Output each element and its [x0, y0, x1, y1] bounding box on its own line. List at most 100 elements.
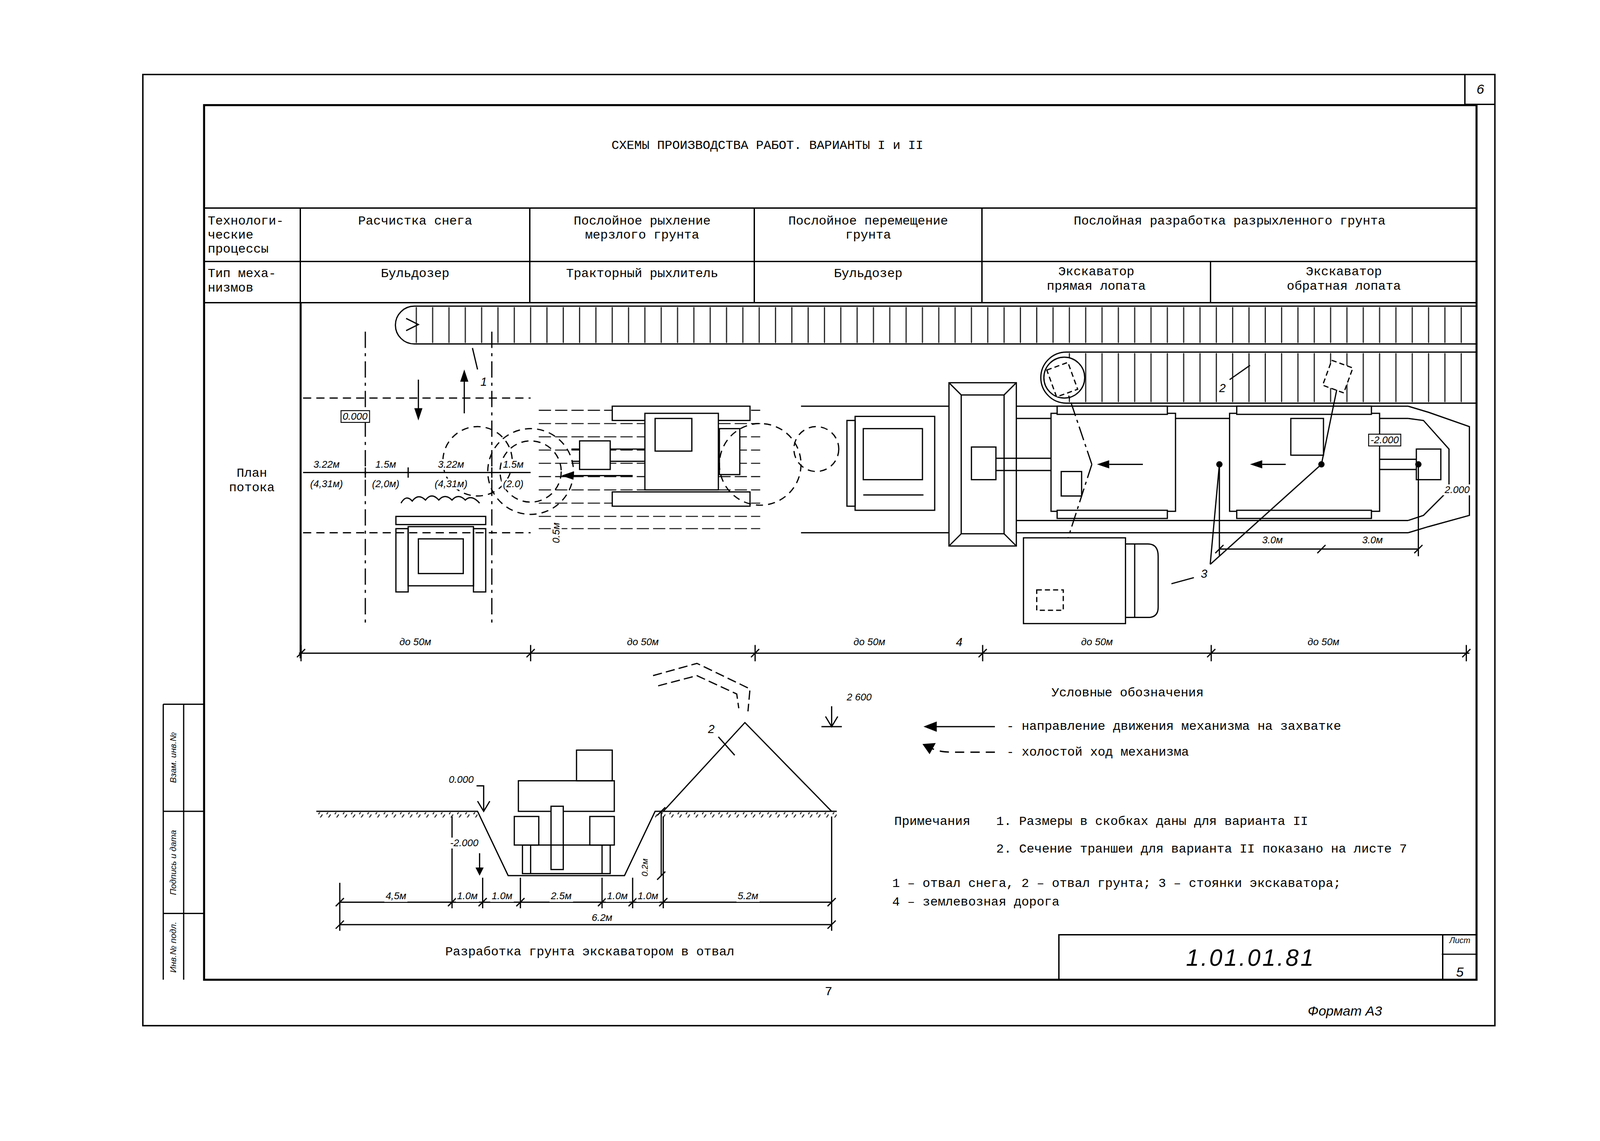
dimension-text: 1.5м: [501, 458, 526, 470]
dimension-text: до 50м: [1306, 636, 1341, 648]
drawing-rect: [522, 844, 611, 874]
table-cell: Послойная разработка разрыхленного грунт…: [982, 207, 1477, 263]
drawing-rect: [654, 418, 692, 451]
drawing-rect: [1290, 418, 1324, 455]
drawing-rect: [1229, 413, 1380, 512]
cell-text: Послойная разработка разрыхленного грунт…: [1073, 214, 1386, 229]
drawing-path: [395, 305, 1477, 344]
note-text: 1. Размеры в скобках даны для варианта I…: [994, 814, 1310, 829]
drawing-path: [401, 495, 480, 503]
drawing-path: [1408, 405, 1470, 533]
legend-sample: [923, 721, 995, 732]
drawing-rect: [576, 749, 613, 781]
note-text: 7: [823, 984, 834, 999]
drawing-rect: [396, 528, 409, 593]
dimension-text: 0.5м: [550, 520, 562, 545]
dimension-text: 3.22м: [311, 458, 341, 470]
table-cell: Послойное перемещение грунта: [754, 207, 983, 263]
dimension-text: 3.0м: [1260, 534, 1285, 546]
drawing-circle: [1415, 461, 1421, 467]
table-cell: Лист5: [1442, 933, 1477, 980]
drawing-path: [995, 458, 1051, 471]
drawing-path: [339, 816, 832, 931]
dimension-text: 3.0м: [1360, 534, 1385, 546]
drawing-rect: [396, 516, 486, 525]
drawing-rect: [518, 780, 615, 812]
drawing-rect: [579, 440, 611, 470]
drawing-line: [1171, 577, 1195, 584]
dimension-text: (2,0м): [370, 478, 401, 490]
drawing-rect: [1236, 510, 1372, 519]
dimension-text: (4,31м): [308, 478, 345, 490]
drawing-rect: [719, 428, 740, 475]
drawing-path: [538, 410, 760, 529]
cell-text: 1.01.01.81: [1185, 944, 1316, 971]
drawing-path: [949, 382, 1017, 546]
table-cell: Тип меха- низмов: [204, 262, 301, 303]
drawing-path: [1134, 543, 1136, 617]
drawing-rect: [550, 806, 564, 870]
drawing-circle: [500, 440, 562, 502]
drawing-rect: [414, 306, 1477, 343]
drawing-title: СХЕМЫ ПРОИЗВОДСТВА РАБОТ. ВАРИАНТЫ I и I…: [610, 138, 925, 153]
drawing-rect: [971, 446, 996, 480]
drawing-rect: [654, 811, 837, 817]
note-text: 4 – землевозная дорога: [890, 895, 1061, 910]
legend-line: [935, 725, 995, 727]
cell-text: Экскаватор прямая лопата: [1042, 264, 1151, 294]
drawing-rect: [949, 382, 1017, 546]
drawing-polygon: [414, 408, 423, 421]
dimension-text: 1.5м: [373, 458, 398, 470]
drawing-path: [163, 703, 205, 980]
legend-line: [930, 747, 995, 752]
drawing-path: [1379, 458, 1419, 470]
cell-text: Бульдозер: [381, 266, 450, 281]
dimension-text: до 50м: [398, 636, 433, 648]
table-cell: 6: [1464, 74, 1495, 106]
drawing-path: [1125, 543, 1159, 617]
drawing-path: [316, 811, 837, 876]
drawing-rect: [644, 413, 719, 490]
drawing-polygon: [475, 867, 484, 876]
drawing-rect: [863, 428, 923, 480]
dimension-text: 1.0м: [605, 890, 630, 902]
table-cell: Расчистка снега: [300, 207, 531, 263]
drawing-path: [472, 348, 478, 370]
dimension-text: (2.0): [501, 478, 525, 490]
table-cell: Тракторный рыхлитель: [530, 262, 755, 303]
drawing-line: [299, 652, 1470, 654]
table-cell: Бульдозер: [300, 262, 531, 303]
drawing-path: [718, 736, 735, 755]
callout-number: 2: [1217, 381, 1228, 395]
note-text: Примечания: [893, 814, 972, 829]
drawing-path: [478, 852, 481, 870]
drawing-line: [1109, 463, 1143, 465]
drawing-rect: [473, 528, 486, 593]
cell-text: 5: [1456, 964, 1464, 980]
drawing-path: [339, 902, 832, 925]
dimension-text: 2 600: [845, 691, 874, 703]
dimension-text: 0.000: [340, 410, 370, 423]
dimension-text: (4,31м): [433, 478, 469, 490]
table-cell: Экскаватор прямая лопата: [982, 262, 1212, 303]
callout-number: 1: [478, 375, 488, 389]
table-cell: Бульдозер: [754, 262, 983, 303]
drawing-rect: [612, 491, 750, 507]
drawing-rect: [846, 420, 855, 507]
cell-text: Технологи- ческие процессы: [207, 214, 297, 257]
dimension-text: 1.0м: [455, 890, 480, 902]
drawing-rect: [1066, 353, 1477, 402]
drawing-path: [365, 331, 492, 628]
legend-arrowhead: [922, 742, 936, 755]
drawing-rect: [589, 816, 615, 845]
cell-text: Расчистка снега: [358, 214, 473, 229]
dimension-text: до 50м: [625, 636, 660, 648]
note-text: 1 – отвал снега, 2 – отвал грунта; 3 – с…: [890, 876, 1343, 891]
drawing-line: [1262, 463, 1286, 465]
drawing-circle: [793, 426, 839, 472]
dimension-text: -2.000: [1368, 433, 1401, 447]
drawing-rect: [1050, 413, 1176, 512]
cell-text: Тип меха- низмов: [207, 266, 297, 296]
drawing-polygon: [1250, 460, 1263, 469]
